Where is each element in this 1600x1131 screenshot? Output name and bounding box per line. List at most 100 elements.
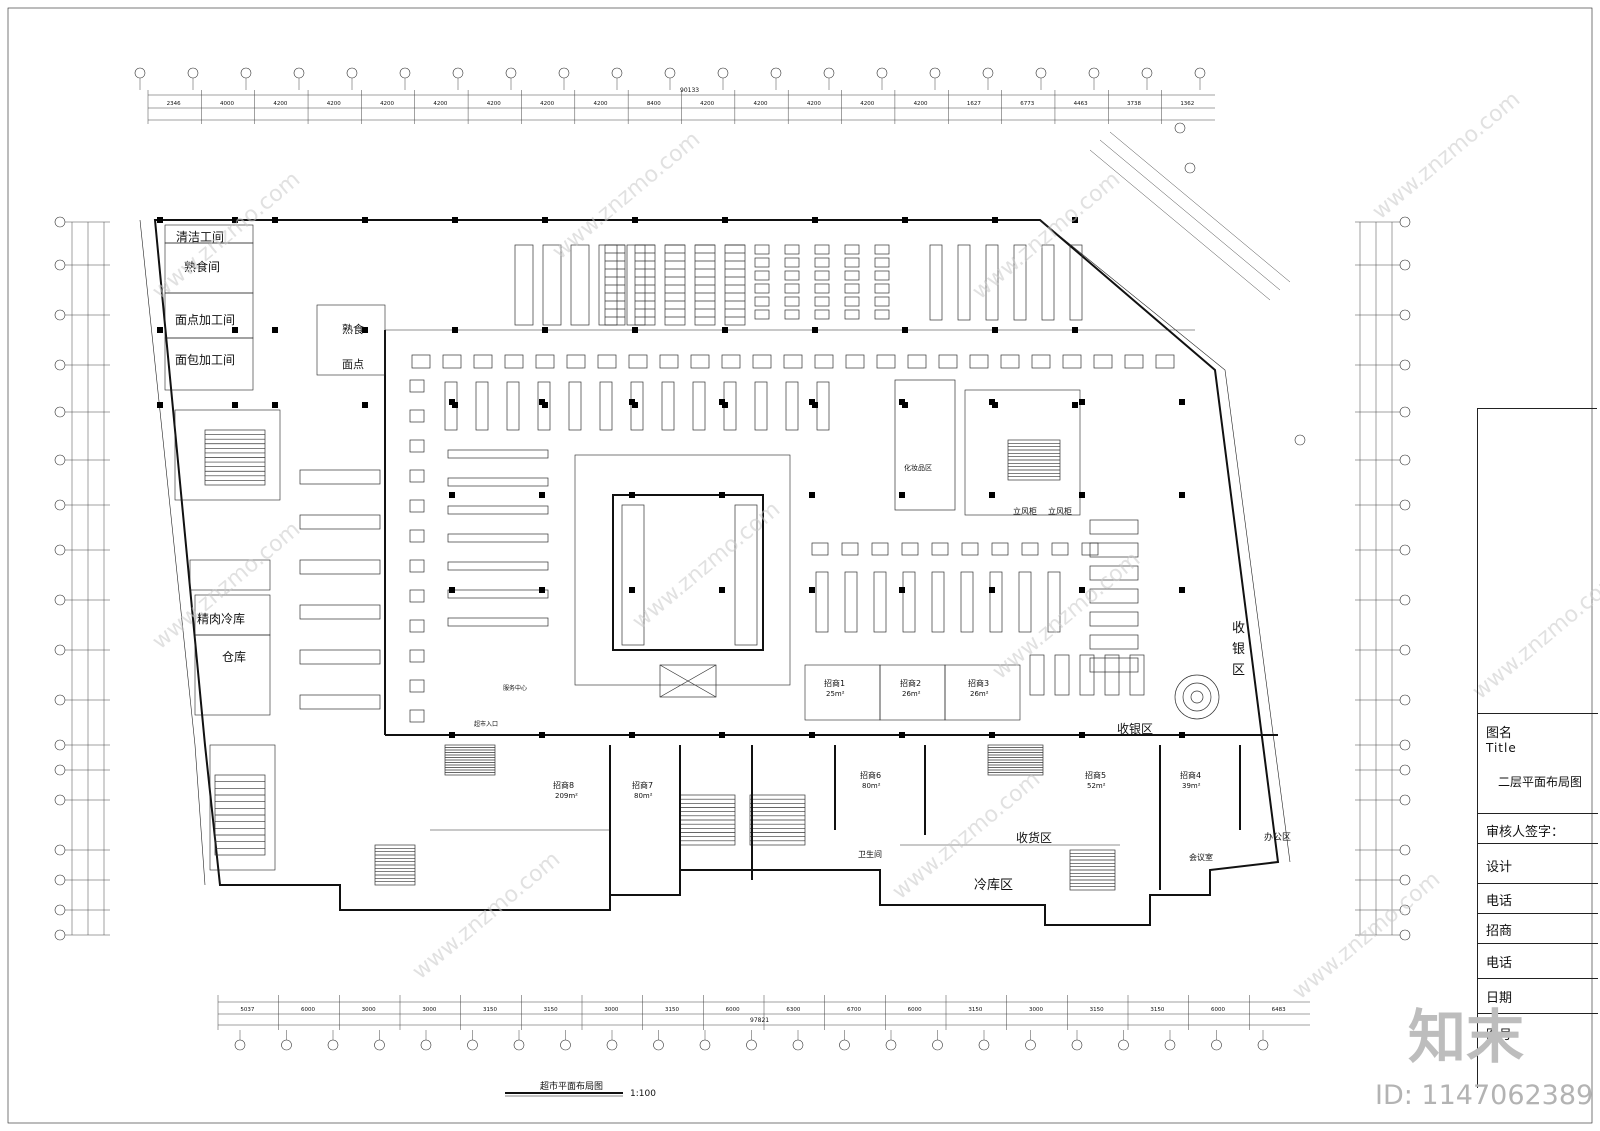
- horizontal-gondola: [447, 561, 549, 571]
- bottom-dim-label: 6000: [726, 1007, 740, 1013]
- bottom-dim-label: 3150: [1150, 1007, 1164, 1013]
- display-unit: [814, 270, 830, 281]
- aisle-gondola: [475, 381, 489, 431]
- cosmetics-area: [894, 379, 956, 511]
- lower-gondola: [989, 571, 1003, 633]
- checkout-lane: [1089, 588, 1139, 604]
- display-unit: [874, 257, 890, 268]
- bottom-total-dimension: 97821: [750, 1017, 769, 1024]
- top-dim-label: 4463: [1074, 101, 1088, 107]
- reviewer-row: 审核人签字：: [1478, 814, 1598, 844]
- label-service-center: 服务中心: [503, 684, 527, 692]
- display-unit: [814, 257, 830, 268]
- display-unit: [784, 296, 800, 307]
- aisle-gondola: [599, 381, 613, 431]
- bottom-dim-label: 3000: [1029, 1007, 1043, 1013]
- top-dim-label: 4200: [273, 101, 287, 107]
- display-unit: [844, 309, 860, 320]
- promo-display: [845, 354, 865, 369]
- tall-rack: [985, 244, 999, 321]
- left-dimensions: [54, 216, 110, 941]
- horizontal-gondola: [447, 477, 549, 487]
- shop-name: 招商7: [632, 780, 653, 790]
- promo-display: [1155, 354, 1175, 369]
- aisle-gondola: [537, 381, 551, 431]
- title-block-name: 图名 Title 二层平面布局图: [1478, 714, 1598, 814]
- checkout-lane: [1089, 657, 1139, 673]
- structural-columns: [157, 217, 1185, 738]
- cashier-desk: [1129, 654, 1145, 696]
- wall-display: [409, 409, 425, 423]
- elevator-core: [964, 389, 1081, 516]
- wall-display: [409, 709, 425, 723]
- watermark-text: www.znzmo.com: [1288, 867, 1445, 1005]
- promo-display: [473, 354, 493, 369]
- display-unit: [814, 244, 830, 255]
- aisle-gondola: [692, 381, 706, 431]
- wall-display: [409, 679, 425, 693]
- label-cashier-v-3: 区: [1232, 663, 1245, 678]
- display-unit: [844, 244, 860, 255]
- bottom-dim-label: 3150: [1090, 1007, 1104, 1013]
- watermark-text: www.znzmo.com: [628, 497, 785, 635]
- label-meat-cold-room: 精肉冷库: [197, 611, 245, 626]
- top-dim-label: 1627: [967, 101, 981, 107]
- aisle-gondola: [754, 381, 768, 431]
- display-unit: [874, 283, 890, 294]
- shelving-fixtures: [299, 244, 1175, 723]
- date-row: 日期: [1478, 979, 1598, 1014]
- wall-display: [409, 619, 425, 633]
- promo-display: [969, 354, 989, 369]
- display-unit: [874, 244, 890, 255]
- end-display: [901, 542, 919, 556]
- checkout-lane: [1089, 634, 1139, 650]
- lower-gondola: [960, 571, 974, 633]
- display-unit: [814, 309, 830, 320]
- promo-display: [1124, 354, 1144, 369]
- promo-display: [690, 354, 710, 369]
- promo-display: [876, 354, 896, 369]
- cashier-desk: [1054, 654, 1070, 696]
- top-dim-label: 4200: [914, 101, 928, 107]
- display-unit: [754, 270, 770, 281]
- end-display: [1051, 542, 1069, 556]
- promo-display: [752, 354, 772, 369]
- bottom-dim-label: 6000: [1211, 1007, 1225, 1013]
- promo-display: [1062, 354, 1082, 369]
- drawing-caption: 超市平面布局图: [540, 1080, 603, 1092]
- cashier-round-fixture: [1174, 674, 1220, 720]
- display-unit: [754, 283, 770, 294]
- display-unit: [784, 244, 800, 255]
- shop-area: 25m²: [826, 690, 845, 698]
- shop-area: 52m²: [1087, 782, 1106, 790]
- tall-rack: [1041, 244, 1055, 321]
- top-dim-label: 4200: [860, 101, 874, 107]
- label-stand-b: 立风柜: [1048, 506, 1072, 516]
- shop-name: 招商4: [1180, 770, 1201, 780]
- wall-display: [409, 649, 425, 663]
- end-display: [991, 542, 1009, 556]
- top-dim-label: 4000: [220, 101, 234, 107]
- watermark-text: www.znzmo.com: [968, 167, 1125, 305]
- gondola-shelf: [542, 244, 562, 326]
- fridge-counter: [299, 514, 381, 530]
- wall-display: [409, 469, 425, 483]
- lower-gondola: [931, 571, 945, 633]
- watermark-text: www.znzmo.com: [988, 547, 1145, 685]
- promo-display: [535, 354, 555, 369]
- promo-display: [628, 354, 648, 369]
- right-dimensions: [1355, 216, 1411, 941]
- promo-display: [783, 354, 803, 369]
- fridge-counter: [299, 559, 381, 575]
- shop-name: 招商8: [553, 780, 574, 790]
- label-stand-a: 立风柜: [1013, 506, 1037, 516]
- label-cashier-v-1: 收: [1232, 621, 1245, 636]
- top-dim-label: 1362: [1180, 101, 1194, 107]
- tall-rack: [929, 244, 943, 321]
- label-toilet: 卫生间: [858, 849, 882, 859]
- promo-display: [411, 354, 431, 369]
- shop-area: 209m²: [555, 792, 578, 800]
- bottom-dim-label: 3150: [665, 1007, 679, 1013]
- wall-display: [409, 379, 425, 393]
- watermark-text: www.znzmo.com: [408, 847, 565, 985]
